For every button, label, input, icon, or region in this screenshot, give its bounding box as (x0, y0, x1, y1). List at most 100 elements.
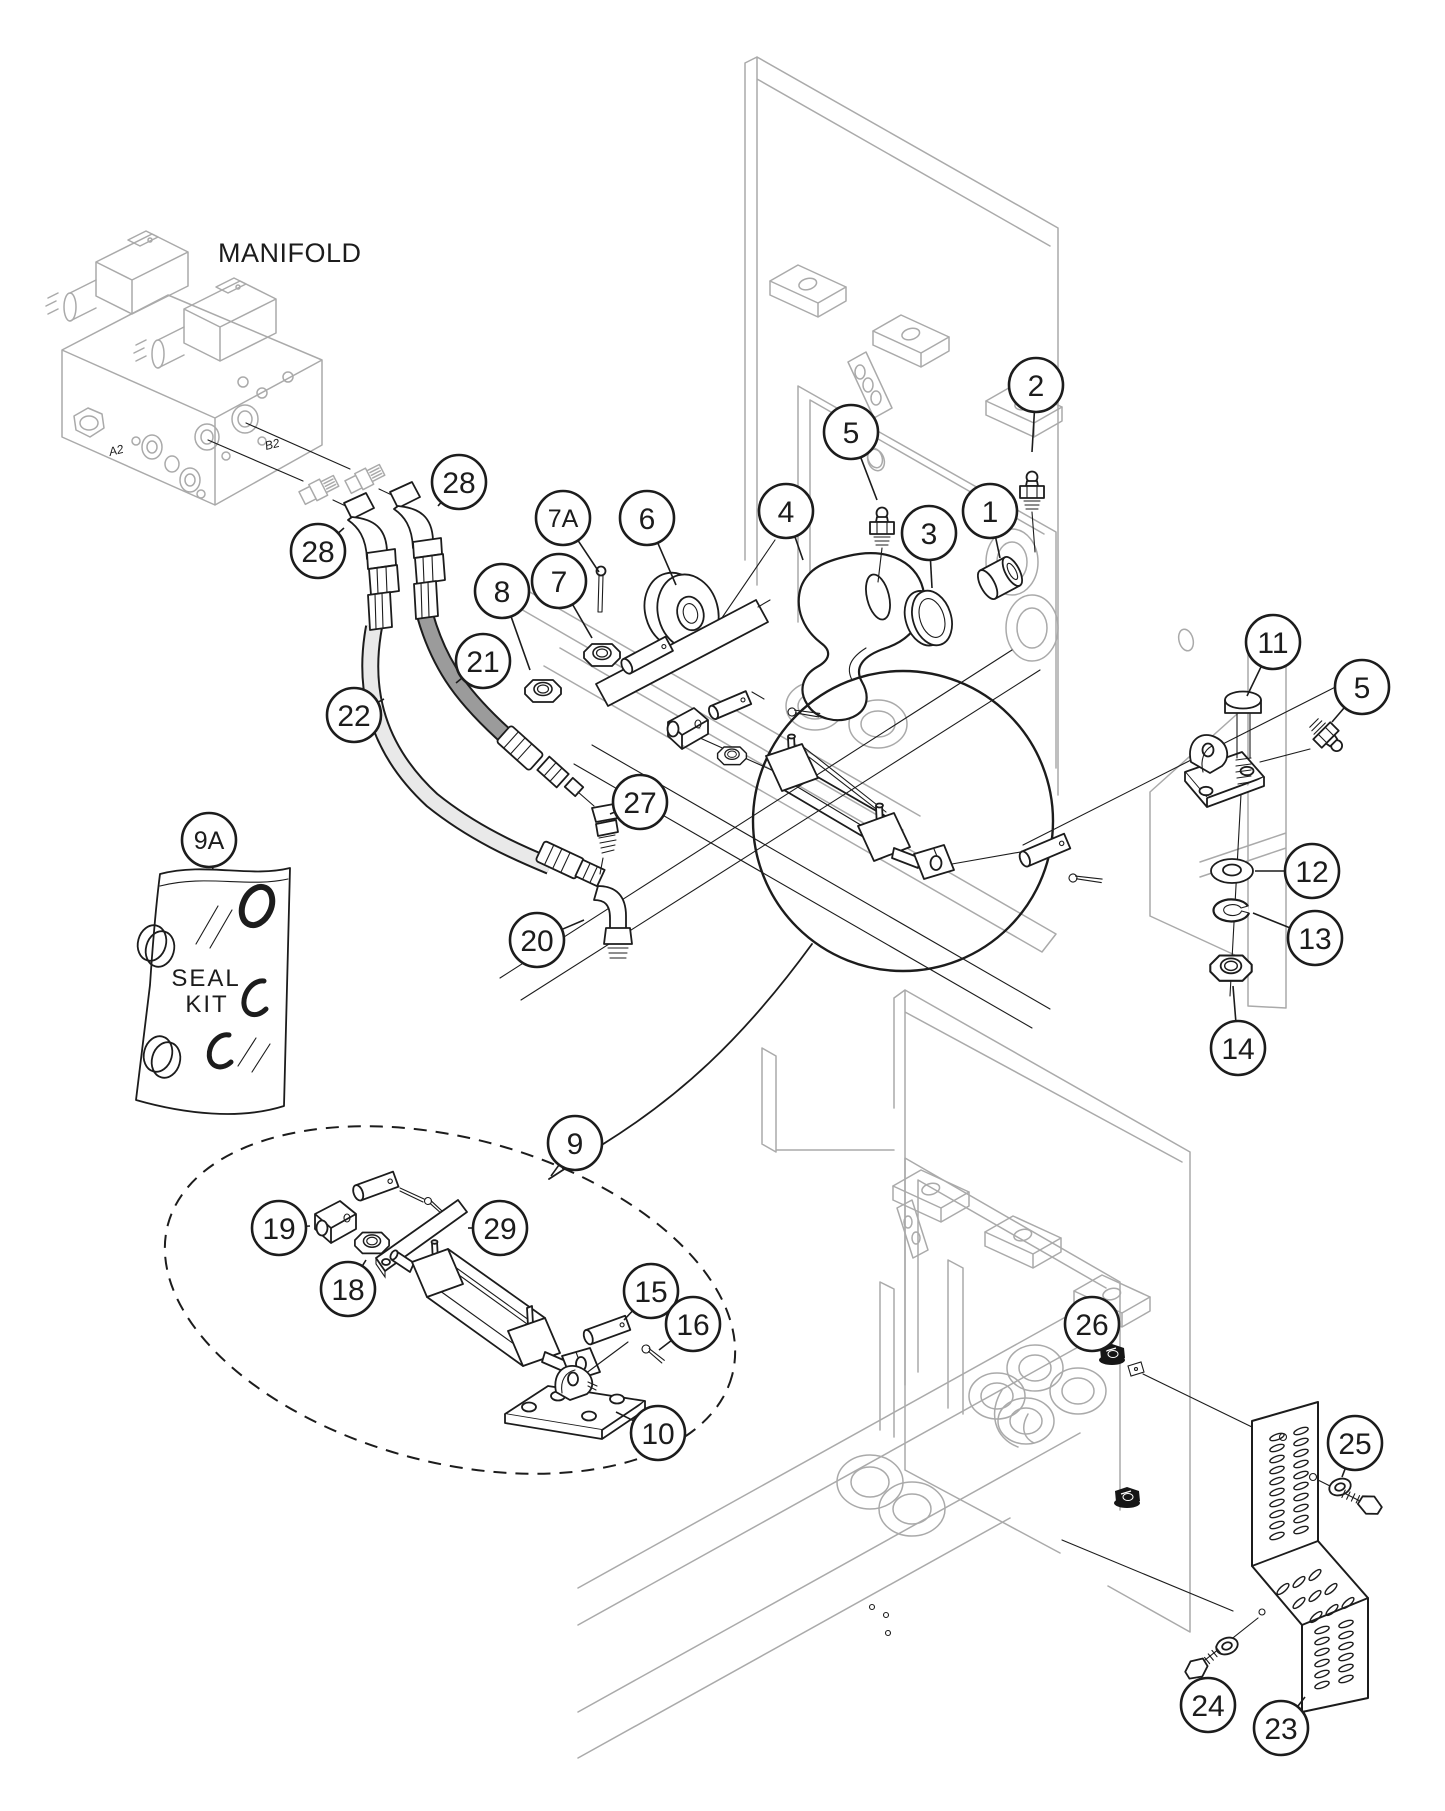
exploded-cylinder-assembly (314, 1170, 665, 1440)
callout-number: 7 (551, 566, 568, 599)
vent-cover-23 (1251, 1401, 1369, 1713)
callout-number: 12 (1295, 856, 1328, 889)
callout-number: 21 (466, 646, 499, 679)
grease-zerk-5a (869, 506, 895, 583)
grease-zerk-5b (1259, 713, 1350, 763)
pin-7A (595, 565, 607, 613)
callout-number: 11 (1257, 627, 1288, 660)
callout-27: 27 (609, 773, 669, 831)
callout-number: 5 (1354, 672, 1371, 705)
leader-line (929, 559, 933, 589)
callout-22: 22 (325, 686, 385, 744)
manifold-fittings (298, 463, 386, 506)
port-b2-label: B2 (263, 436, 281, 453)
callout-14: 14 (1209, 985, 1267, 1077)
callout-number: 6 (639, 503, 656, 536)
hose-21-end-fitting (496, 725, 585, 798)
callout-20: 20 (508, 911, 585, 969)
leader-line (1252, 912, 1291, 929)
callout-number: 25 (1338, 1428, 1371, 1461)
manifold-label: MANIFOLD (218, 238, 362, 268)
callout-26: 26 (1063, 1295, 1121, 1353)
seal-kit-bag (135, 867, 291, 1115)
adapter-fitting-27 (577, 791, 619, 875)
callout-5-a: 5 (822, 403, 880, 501)
callout-18: 18 (319, 1259, 377, 1318)
callout-16: 16 (658, 1295, 722, 1353)
callout-number: 16 (676, 1309, 709, 1342)
leader-line (1246, 665, 1263, 697)
callout-bubble (622, 1262, 680, 1320)
leader-line (623, 1310, 634, 1321)
lock-washer-13 (1212, 898, 1251, 923)
lower-frame-rails (577, 1308, 1081, 1759)
clevis-block-19 (314, 1200, 357, 1244)
callout-13: 13 (1252, 909, 1344, 967)
rail-holes (868, 1603, 892, 1637)
callout-bubble (1063, 1295, 1121, 1353)
leader-line (994, 537, 1001, 559)
cylinder-exploded (389, 1239, 601, 1382)
elbow-fitting-28-right (389, 481, 446, 620)
callout-bubble (1252, 1699, 1310, 1757)
callout-number: 14 (1221, 1033, 1254, 1066)
clevis-pin-right (1018, 832, 1072, 868)
callout-7A: 7A (534, 489, 600, 573)
lower-panel-hardware (1061, 1343, 1361, 1665)
callout-bubble (822, 403, 880, 461)
callout-bubble (618, 489, 676, 547)
leader-line (510, 616, 531, 671)
callout-bubble (1244, 613, 1302, 671)
ring-3 (903, 589, 953, 647)
callout-bubble (1007, 356, 1065, 414)
callout-bubble (1179, 1676, 1237, 1734)
callout-number: 2 (1028, 370, 1045, 403)
callout-6: 6 (618, 489, 677, 586)
flat-washer-12 (1210, 858, 1254, 884)
callout-3: 3 (900, 504, 958, 589)
hex-nut-14 (1209, 954, 1253, 982)
callout-number: 23 (1264, 1713, 1297, 1746)
callout-bubble (530, 552, 588, 610)
callout-number: 9A (194, 827, 225, 855)
hex-nut-18 (354, 1231, 390, 1255)
callout-9A: 9A (180, 811, 238, 871)
callout-bubble (1326, 1414, 1384, 1472)
callout-number: 20 (520, 925, 553, 958)
mount-bracket-right (1184, 734, 1265, 808)
callout-number: 22 (337, 700, 370, 733)
callout-number: 13 (1298, 923, 1331, 956)
callout-number: 24 (1191, 1690, 1224, 1723)
callout-number: 26 (1075, 1309, 1108, 1342)
callout-number: 19 (262, 1213, 295, 1246)
callout-number: 29 (483, 1213, 516, 1246)
hose-22 (361, 625, 554, 875)
latch-hook (797, 552, 926, 722)
callout-number: 28 (301, 536, 334, 569)
callout-bubble (473, 562, 531, 620)
callout-number: 7A (548, 505, 579, 533)
leader-line (577, 540, 600, 573)
callout-bubble (1286, 909, 1344, 967)
callout-number: 10 (641, 1418, 674, 1451)
flange-nut-26b (1113, 1486, 1141, 1509)
hex-bolt-11 (1224, 690, 1262, 785)
leader-line (455, 677, 463, 684)
callout-28-a: 28 (430, 453, 488, 511)
callout-28-b: 28 (289, 522, 347, 580)
elbow-fitting-28-left (343, 492, 400, 631)
callout-layer: 123455677A899A10111213141516181920212223… (180, 356, 1391, 1757)
leader-line (1296, 1696, 1306, 1708)
elbow-fitting-20 (593, 885, 633, 959)
seal-kit-label-line2: KIT (185, 991, 228, 1018)
callout-bubble (250, 1199, 308, 1257)
callout-bubble (180, 811, 238, 869)
leader-line (1232, 985, 1237, 1022)
callout-bubble (664, 1295, 722, 1353)
callout-11: 11 (1244, 613, 1302, 697)
pivot-channel-bar (595, 599, 821, 781)
callout-bubble (471, 1199, 529, 1257)
gusset-support-right (1149, 628, 1287, 1009)
callout-number: 5 (843, 417, 860, 450)
